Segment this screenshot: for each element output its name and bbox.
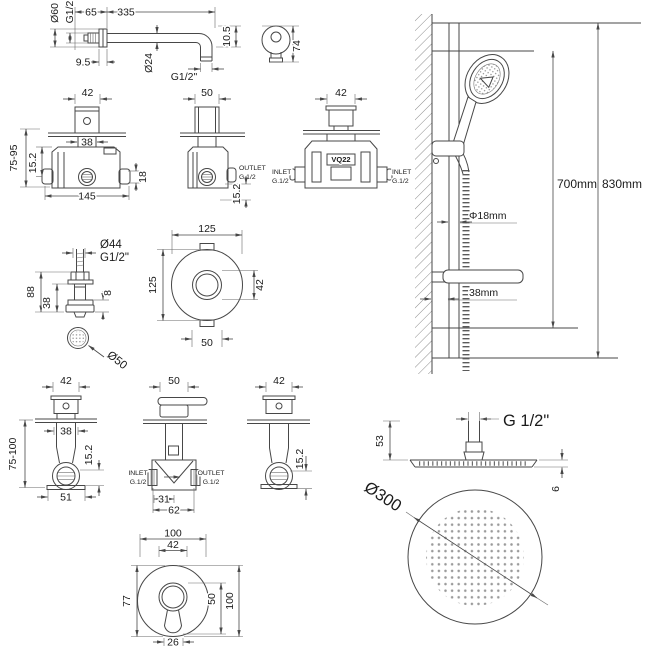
v3-inlet-left-label: INLET (272, 169, 291, 176)
sb-inlet-thread-label: G.1/2 (130, 479, 147, 486)
v1-neck-width-label: 38 (81, 137, 93, 149)
arm-outlet-thread-label: G1/2" (171, 71, 198, 83)
arm-flange-depth-label: 9.5 (76, 57, 91, 69)
shower-head-face-view: Ø300 (359, 477, 549, 625)
sa-neck-width-label: 38 (60, 426, 72, 438)
stop-valve-a-drawing: 42 38 75-100 15.2 51 (6, 374, 104, 505)
trim-lever-width-label: 26 (167, 637, 179, 649)
v2-handle-width-label: 50 (201, 87, 213, 99)
handset-holder (431, 140, 465, 157)
v2-outlet-thread-label: G.1/2 (239, 174, 256, 181)
elbow-flange-circle (261, 25, 291, 55)
sb-full-width-label: 62 (168, 505, 180, 517)
v3-inlet-right-thread-label: G.1/2 (392, 178, 409, 185)
sc-offset-label: 15.2 (294, 449, 306, 470)
jet-depth-label: 88 (25, 286, 37, 298)
rail-diameter-label: Φ18mm (469, 210, 507, 222)
v3-inlet-right-label: INLET (392, 169, 411, 176)
sb-outlet-label: OUTLET (198, 470, 225, 477)
rail-wall-offset-label: 38mm (469, 287, 498, 299)
trim-plate-circle (137, 565, 209, 637)
arm-wall-length-label: 65 (85, 7, 97, 19)
sa-handle-width-label: 42 (60, 375, 72, 387)
rail-handset-height-label: 700mm (557, 177, 597, 191)
sb-inlet-label: INLET (128, 470, 147, 477)
jet-face-circle (67, 327, 89, 349)
wall-outlet-elbow-drawing: 74 (261, 25, 305, 63)
trim-lever-height-label: 50 (206, 593, 218, 605)
wall-hatch (415, 14, 432, 374)
trim-left-height-label: 77 (121, 595, 133, 607)
v3-handle-width-label: 42 (335, 87, 347, 99)
head-thread-label: G 1/2" (503, 412, 549, 430)
plate-circle (171, 249, 243, 321)
arm-flange-dia-label: Ø60 (49, 3, 61, 23)
arm-length-label: 335 (117, 7, 135, 19)
v1-plaster-depth-label: 15.2 (27, 153, 39, 174)
sa-depth-range-label: 75-100 (7, 437, 19, 470)
round-trim-plate-drawing: 125 125 42 50 (146, 222, 268, 351)
arm-drop-label: 10.5 (221, 26, 233, 47)
trim-plate-width-label: 100 (164, 528, 182, 540)
soap-dish (442, 269, 524, 284)
head-face-circle (407, 489, 543, 625)
shower-arm-drawing: Ø60 G1/2 65 335 9.5 Ø24 10.5 G1/2" (48, 0, 241, 85)
v1-port-offset-label: 18 (137, 171, 149, 183)
v3-inlet-left-thread-label: G.1/2 (272, 178, 289, 185)
v1-depth-range-label: 75-95 (8, 144, 20, 171)
v1-body-width-label: 145 (78, 191, 96, 203)
body-jet-drawing: Ø44 G1/2" 88 38 8 Ø50 (24, 238, 131, 374)
trim-lever-handle (163, 609, 183, 634)
elbow-height-label: 74 (291, 40, 303, 52)
stop-valve-b-drawing: 50 INLET G.1/2 OUTLET G.1/2 31 62 (127, 374, 226, 519)
lever-trim-plate-drawing: 100 42 77 50 100 26 (120, 526, 243, 650)
v3-model-label: VQ22 (331, 155, 350, 164)
sa-offset-label: 15.2 (83, 445, 95, 466)
diverter-valve-body-drawing: 50 OUTLET G.1/2 15.2 (180, 86, 267, 208)
sb-handle-width-label: 50 (168, 375, 180, 387)
trim-hub-width-label: 42 (167, 539, 179, 551)
head-stem-height-label: 53 (374, 435, 386, 447)
slide-rail-kit-drawing: 700mm 830mm Φ18mm 38mm (415, 14, 644, 374)
plate-height-label: 125 (147, 276, 159, 294)
arm-flange-thread-label: G1/2 (64, 0, 76, 23)
jet-depth2-label: 38 (41, 297, 53, 309)
trim-plate-height-label: 100 (224, 592, 236, 610)
jet-thread-label: G1/2" (100, 252, 129, 264)
head-face-dia-label: Ø300 (361, 478, 405, 515)
rail-total-height-label: 830mm (602, 177, 642, 191)
sc-handle-width-label: 42 (273, 375, 285, 387)
jet-lip-label: 8 (102, 290, 114, 296)
handset-head (464, 54, 510, 104)
sa-base-width-label: 51 (60, 492, 72, 504)
plate-tab-width-label: 50 (201, 337, 213, 349)
arm-pipe-dia-label: Ø24 (143, 53, 155, 73)
plate-width-label: 125 (198, 223, 216, 235)
stop-valve-c-drawing: 42 15.2 (247, 374, 312, 500)
sb-outlet-thread-label: G.1/2 (203, 479, 220, 486)
plate-hub-dia-label: 42 (254, 279, 266, 291)
jet-face-dia-label: Ø50 (105, 349, 130, 372)
v2-outlet-label: OUTLET (239, 165, 266, 172)
v2-outlet-depth-label: 15.2 (231, 184, 243, 205)
thermostatic-valve-body-drawing: 42 VQ22 INLET G.1/2 INLET G.1/2 (271, 86, 413, 189)
sb-half-width-label: 31 (158, 494, 170, 506)
v1-handle-width-label: 42 (82, 87, 94, 99)
shower-head-side-view: G 1/2" 53 6 (373, 411, 568, 493)
head-thickness-label: 6 (550, 486, 562, 492)
jet-dia-label: Ø44 (100, 239, 122, 251)
concealed-valve-body-drawing: 42 38 75-95 15.2 18 145 (7, 86, 151, 205)
